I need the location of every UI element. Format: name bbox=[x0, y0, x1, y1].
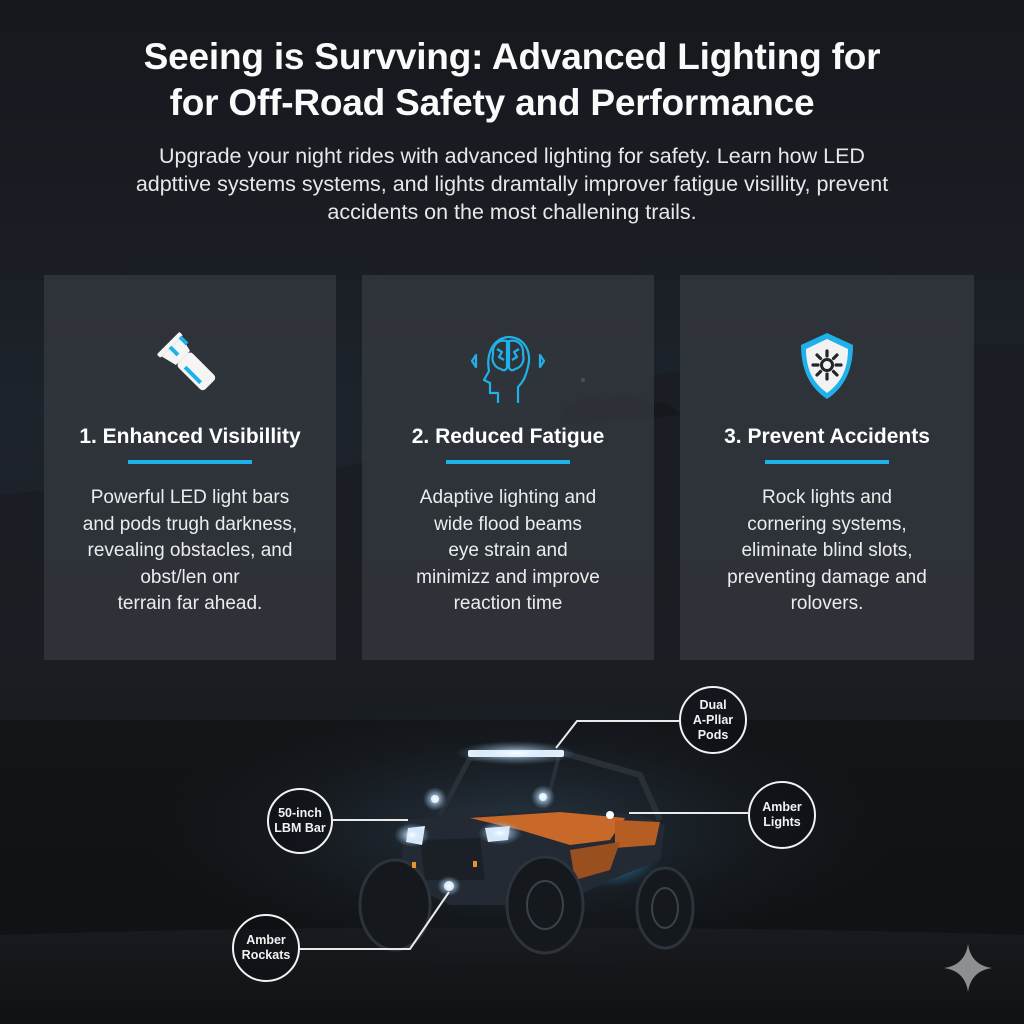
title-line-1: Seeing is Survving: Advanced Lighting fo… bbox=[143, 36, 881, 77]
card-body-line: cornering systems, bbox=[747, 513, 907, 535]
accent-divider bbox=[765, 460, 889, 464]
callout-label: Dual bbox=[699, 697, 727, 712]
callout-label: A-Pllar bbox=[692, 712, 734, 727]
flashlight-icon bbox=[157, 332, 216, 391]
callout-label: Lights bbox=[763, 815, 801, 829]
feature-card-accidents: 3. Prevent Accidents Rock lights and cor… bbox=[680, 275, 974, 660]
card-body-line: revealing obstacles, and bbox=[87, 540, 293, 561]
callout-label: Amber bbox=[762, 800, 802, 814]
subtitle-line-1: Upgrade your night rides with advanced l… bbox=[159, 144, 865, 168]
card-body-line: obst/len onr bbox=[140, 566, 240, 588]
card-body-line: Rock lights and bbox=[762, 487, 892, 508]
title-line-2: for Off-Road Safety and Performance bbox=[169, 82, 815, 123]
card-body-line: Adaptive lighting and bbox=[419, 487, 597, 508]
page-title: Seeing is Survving: Advanced Lighting fo… bbox=[0, 34, 1024, 126]
callout-label: Amber bbox=[246, 933, 286, 947]
callout-rock-lights: Amber Rockats bbox=[232, 914, 300, 982]
feature-card-fatigue: 2. Reduced Fatigue Adaptive lighting and… bbox=[362, 275, 654, 660]
card-body-line: and pods trugh darkness, bbox=[82, 513, 298, 535]
card-body: Adaptive lighting and wide flood beams e… bbox=[372, 485, 644, 618]
card-body-line: minimizz and improve bbox=[416, 566, 600, 588]
card-heading: 3. Prevent Accidents bbox=[724, 425, 930, 448]
card-body-line: eliminate blind slots, bbox=[741, 540, 913, 561]
accent-divider bbox=[128, 460, 252, 464]
subtitle-line-3: accidents on the most challening trails. bbox=[327, 200, 697, 224]
card-body-line: preventing damage and bbox=[727, 566, 927, 588]
callout-label: Rockats bbox=[241, 948, 291, 962]
card-body-line: wide flood beams bbox=[434, 513, 582, 535]
callout-light-bar: 50-inch LBM Bar bbox=[267, 788, 333, 854]
card-body-line: reaction time bbox=[453, 593, 563, 614]
callout-label: 50-inch bbox=[278, 806, 322, 820]
card-body: Powerful LED light bars and pods trugh d… bbox=[54, 485, 326, 618]
feature-card-visibility: 1. Enhanced Visibillity Powerful LED lig… bbox=[44, 275, 336, 660]
callout-label: Pods bbox=[697, 727, 729, 742]
card-heading: 1. Enhanced Visibillity bbox=[79, 425, 301, 448]
callout-a-pillar-pods: Dual A-Pllar Pods bbox=[679, 686, 747, 754]
callout-amber-lights: Amber Lights bbox=[748, 781, 816, 849]
sparkle-icon bbox=[944, 944, 992, 992]
card-body: Rock lights and cornering systems, elimi… bbox=[690, 485, 964, 618]
page-subtitle: Upgrade your night rides with advanced l… bbox=[70, 142, 954, 226]
card-body-line: Powerful LED light bars bbox=[90, 487, 290, 508]
card-body-line: eye strain and bbox=[448, 540, 568, 561]
accent-divider bbox=[446, 460, 570, 464]
card-body-line: rolovers. bbox=[790, 593, 864, 614]
card-heading: 2. Reduced Fatigue bbox=[411, 425, 605, 448]
subtitle-line-2: adpttive systems systems, and lights dra… bbox=[135, 172, 889, 196]
shield-gear-icon bbox=[801, 333, 853, 399]
callout-label: LBM Bar bbox=[274, 821, 326, 835]
card-body-line: terrain far ahead. bbox=[117, 593, 263, 614]
utv-vehicle-illustration bbox=[0, 690, 1024, 1024]
brain-head-icon bbox=[470, 335, 546, 403]
